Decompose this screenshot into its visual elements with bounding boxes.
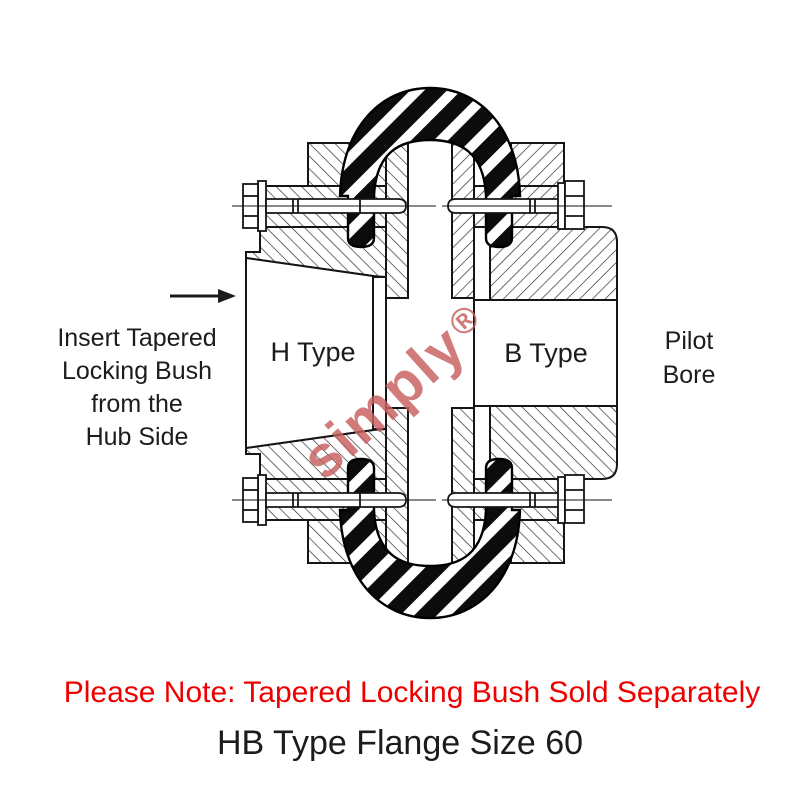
bolt-nut <box>564 474 585 524</box>
bolt-nut <box>564 180 585 230</box>
h-type-label: H Type <box>270 337 355 367</box>
bolt-top-right <box>442 180 612 230</box>
tapered-bore-step <box>372 276 387 430</box>
tyre-element-top <box>338 86 522 249</box>
left-flange-plate-top <box>385 141 409 299</box>
pilot-bore-label-line-1: Pilot <box>665 327 714 355</box>
annotation-line-1: Insert Tapered <box>57 324 216 352</box>
annotation-line-4: Hub Side <box>86 423 189 451</box>
right-flange-plate-bottom <box>451 407 475 565</box>
insert-direction-arrow <box>170 289 236 303</box>
right-hub-top-body <box>489 226 618 301</box>
bolt-top-left <box>232 180 436 232</box>
page-title: HB Type Flange Size 60 <box>217 724 583 762</box>
bolt-bottom-left <box>232 474 436 526</box>
b-type-label: B Type <box>504 338 588 368</box>
annotation-line-3: from the <box>91 390 183 418</box>
bolt-bottom-right <box>442 474 612 524</box>
diagram-labels: Insert Tapered Locking Bush from the Hub… <box>57 324 715 451</box>
pilot-bore-void <box>473 299 618 407</box>
tyre-element-bottom <box>338 457 522 620</box>
flange-bolts <box>232 180 612 526</box>
flexible-tyre-element <box>338 86 522 620</box>
pilot-bore-label-line-2: Bore <box>663 361 716 389</box>
annotation-line-2: Locking Bush <box>62 357 212 385</box>
bores <box>245 256 618 450</box>
right-flange-plate-top <box>451 141 475 299</box>
right-hub-bottom-body <box>489 405 618 480</box>
note-text: Please Note: Tapered Locking Bush Sold S… <box>64 676 761 709</box>
arrow-head-icon <box>218 289 236 303</box>
